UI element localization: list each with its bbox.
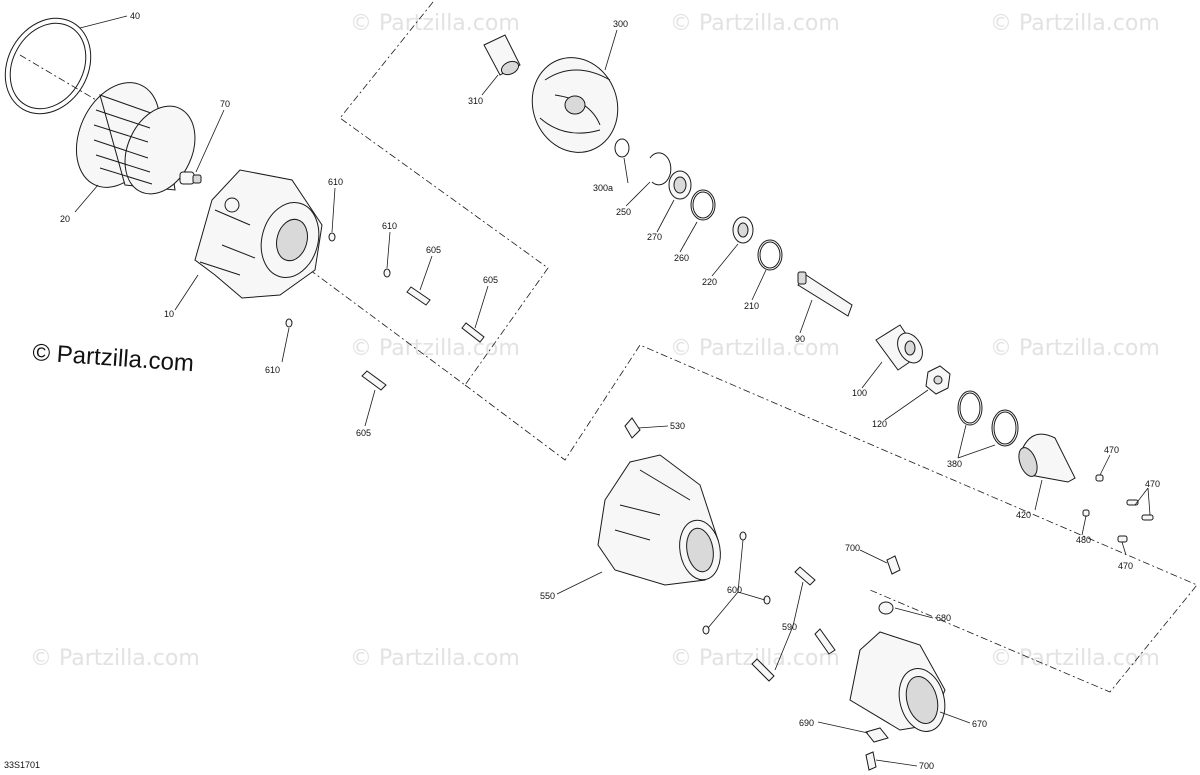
fitting-part-70[interactable] [179, 171, 202, 185]
bolts-part-605[interactable] [361, 286, 485, 391]
callout-40: 40 [130, 11, 140, 21]
leader-lines [74, 15, 1151, 767]
watermark: © Partzilla.com [30, 646, 200, 671]
wear-ring-part-20[interactable] [60, 69, 208, 205]
callout-680: 680 [936, 613, 951, 623]
cone-part-420[interactable] [1015, 433, 1076, 483]
fitting-part-700[interactable] [886, 555, 901, 575]
callout-605: 605 [356, 428, 371, 438]
callout-600: 600 [727, 585, 742, 595]
callout-100: 100 [852, 388, 867, 398]
impeller-part-300[interactable] [519, 46, 631, 165]
callout-120: 120 [872, 419, 887, 429]
seal-part-270[interactable] [668, 170, 692, 200]
fitting-part-700[interactable] [865, 751, 877, 771]
callout-470: 470 [1104, 445, 1119, 455]
callout-470: 470 [1118, 561, 1133, 571]
screws-part-470[interactable] [1095, 474, 1154, 543]
callout-470: 470 [1145, 479, 1160, 489]
watermark: © Partzilla.com [350, 646, 520, 671]
callout-220: 220 [702, 277, 717, 287]
callout-labels: 40 20 70 10 610 610 605 605 610 605 310 … [60, 11, 1160, 771]
circlip-part-250[interactable] [649, 152, 672, 186]
callout-300a: 300a [593, 183, 613, 193]
callout-210: 210 [744, 301, 759, 311]
callout-700: 700 [845, 543, 860, 553]
pump-housing-part-10[interactable] [194, 169, 327, 299]
plate-part-690[interactable] [865, 727, 889, 743]
o-ring-part-210[interactable] [757, 239, 783, 271]
group-outline-upper [309, 1, 549, 386]
watermark: © Partzilla.com [350, 336, 520, 361]
venturi-part-550[interactable] [597, 454, 725, 586]
callout-610: 610 [382, 221, 397, 231]
callout-610: 610 [328, 177, 343, 187]
callout-270: 270 [647, 232, 662, 242]
callout-605: 605 [483, 275, 498, 285]
callout-380: 380 [947, 459, 962, 469]
callout-605: 605 [426, 245, 441, 255]
watermark: © Partzilla.com [990, 336, 1160, 361]
callout-420: 420 [1016, 510, 1031, 520]
callout-90: 90 [795, 334, 805, 344]
group-outline-lower [464, 344, 1198, 693]
callout-10: 10 [164, 309, 174, 319]
watermark: © Partzilla.com [350, 11, 520, 36]
bolts-part-590[interactable] [751, 566, 836, 682]
nozzle-part-670[interactable] [849, 631, 952, 737]
nut-part-120[interactable] [925, 365, 951, 395]
watermark-tiles: © Partzilla.com © Partzilla.com © Partzi… [30, 11, 1160, 671]
callout-20: 20 [60, 214, 70, 224]
washer-part-480[interactable] [1082, 509, 1090, 517]
diagram-code: 33S1701 [4, 760, 40, 770]
cap-part-680[interactable] [878, 601, 894, 615]
watermark: © Partzilla.com [670, 11, 840, 36]
callout-700: 700 [919, 761, 934, 771]
o-ring-part-380[interactable] [957, 390, 1019, 447]
washers-part-610[interactable] [285, 232, 391, 328]
ring-part-300a[interactable] [614, 138, 630, 158]
fitting-part-530[interactable] [624, 417, 641, 439]
callout-70: 70 [220, 99, 230, 109]
shaft-part-90[interactable] [797, 271, 853, 317]
callout-610: 610 [265, 365, 280, 375]
callout-250: 250 [616, 207, 631, 217]
bearing-part-100[interactable] [875, 324, 928, 371]
watermark: © Partzilla.com [990, 646, 1160, 671]
callout-550: 550 [540, 591, 555, 601]
callout-310: 310 [468, 96, 483, 106]
callout-670: 670 [972, 719, 987, 729]
bushing-part-310[interactable] [483, 34, 521, 77]
ring-part-40[interactable] [0, 3, 108, 130]
callout-530: 530 [670, 421, 685, 431]
callout-590: 590 [782, 622, 797, 632]
watermark: © Partzilla.com [670, 336, 840, 361]
callout-300: 300 [613, 19, 628, 29]
ring-part-260[interactable] [690, 189, 716, 221]
watermark-main: © Partzilla.com [32, 339, 195, 377]
watermark: © Partzilla.com [990, 11, 1160, 36]
callout-260: 260 [674, 253, 689, 263]
callout-480: 480 [1076, 535, 1091, 545]
seal-part-220[interactable] [732, 216, 754, 244]
callout-690: 690 [799, 718, 814, 728]
